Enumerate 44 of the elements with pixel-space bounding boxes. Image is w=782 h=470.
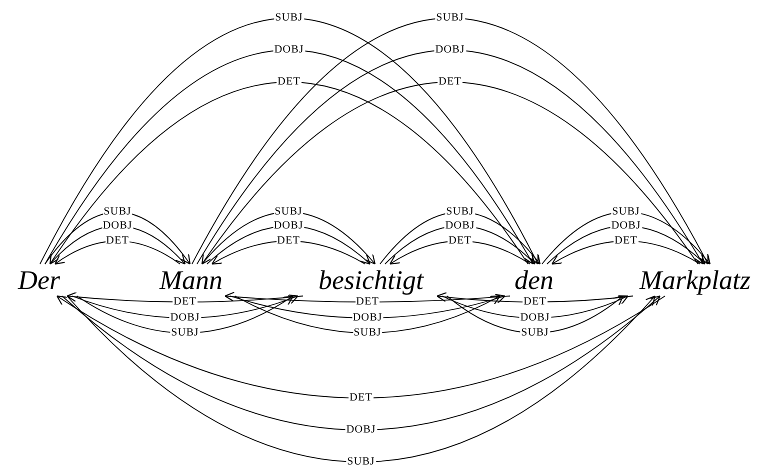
edge-label: DET [276, 76, 302, 88]
edge-label: DOBJ [610, 220, 642, 232]
edge-label: DET [276, 236, 301, 246]
edge-label: DOBJ [352, 312, 384, 324]
dependency-arc [66, 292, 304, 302]
edge-label: DOBJ [444, 220, 476, 232]
edge-label: DET [105, 236, 130, 246]
edge-label: SUBJ [102, 206, 132, 218]
dependency-arc [230, 294, 506, 318]
edge-label: SUBJ [274, 12, 304, 24]
dependency-arc [234, 295, 501, 334]
edge-label: DOBJ [102, 220, 134, 232]
word-label: Mann [145, 264, 237, 296]
dependency-arc [56, 295, 666, 398]
edge-label: SUBJ [520, 328, 550, 338]
edge-label: DOBJ [345, 424, 377, 436]
word-label: besichtigt [290, 264, 452, 296]
dependency-arc [201, 82, 698, 265]
dependency-arc [66, 295, 656, 462]
dependency-arc [49, 82, 528, 265]
edge-label: SUBJ [611, 206, 641, 218]
edge-label: SUBJ [445, 206, 475, 218]
edge-label: DET [438, 76, 462, 88]
edge-label: DET [355, 296, 380, 308]
edge-label: DOBJ [272, 220, 304, 232]
edge-label: SUBJ [274, 206, 304, 218]
word-label: den [498, 264, 570, 296]
dependency-arc [62, 295, 661, 430]
edge-label: SUBJ [352, 328, 382, 338]
edge-label: DOBJ [169, 312, 201, 324]
edge-label: DOBJ [519, 312, 551, 324]
edge-label: DOBJ [273, 44, 305, 56]
word-label: Der [8, 264, 70, 296]
edge-label: DET [448, 236, 472, 246]
edge-label: SUBJ [435, 12, 465, 24]
edge-label: SUBJ [170, 328, 200, 338]
edge-label: SUBJ [346, 456, 376, 468]
edge-label: DET [614, 236, 638, 246]
edge-label: DET [172, 296, 198, 308]
word-label: Markplatz [612, 264, 778, 296]
dependency-arc [224, 292, 510, 302]
edge-label: DOBJ [434, 44, 466, 56]
edge-label: DET [348, 392, 374, 404]
edge-label: DET [522, 296, 548, 308]
